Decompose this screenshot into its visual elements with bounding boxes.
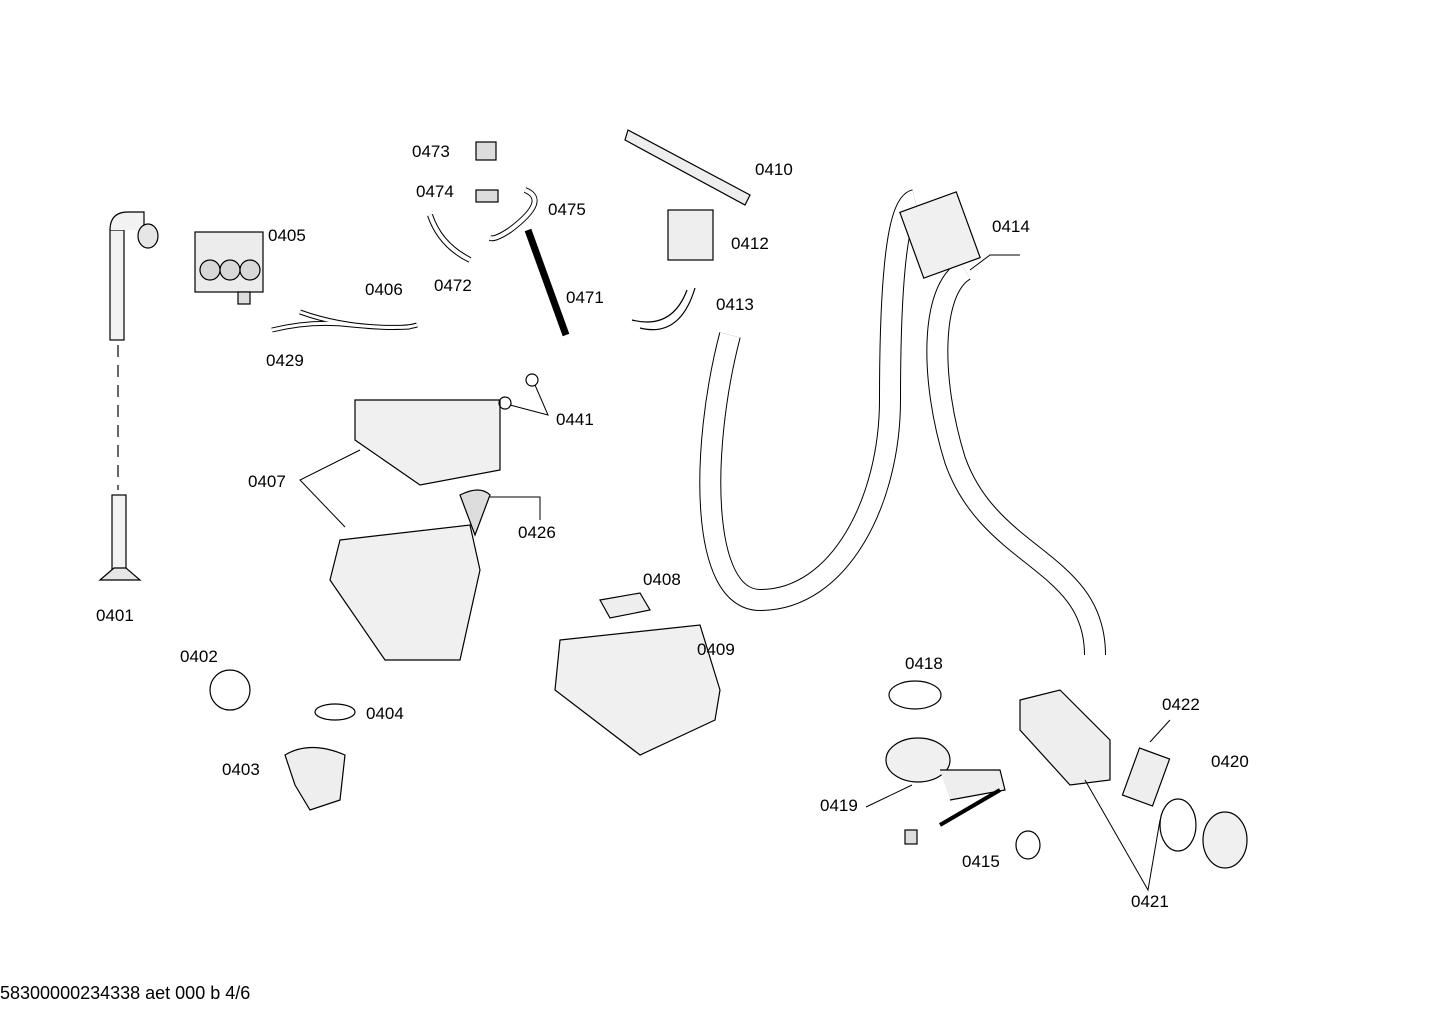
part-0474 bbox=[475, 189, 499, 203]
part-0407-top bbox=[354, 399, 501, 486]
label-0441: 0441 bbox=[556, 410, 594, 429]
label-0475: 0475 bbox=[548, 200, 586, 219]
part-0441-clamp bbox=[498, 396, 512, 410]
label-0419: 0419 bbox=[820, 796, 858, 815]
label-0410: 0410 bbox=[755, 160, 793, 179]
part-0402-clamp bbox=[209, 669, 251, 711]
label-0422: 0422 bbox=[1162, 695, 1200, 714]
label-0405: 0405 bbox=[268, 226, 306, 245]
label-0414: 0414 bbox=[992, 217, 1030, 236]
label-0402: 0402 bbox=[180, 647, 218, 666]
part-0413-tube bbox=[631, 287, 696, 331]
part-0418-clamp bbox=[888, 680, 942, 710]
label-0418: 0418 bbox=[905, 654, 943, 673]
label-0472: 0472 bbox=[434, 276, 472, 295]
part-0404-clamp bbox=[314, 703, 356, 721]
part-0408 bbox=[599, 592, 651, 619]
label-0409: 0409 bbox=[697, 640, 735, 659]
label-0412: 0412 bbox=[731, 234, 769, 253]
label-0413: 0413 bbox=[716, 295, 754, 314]
part-0405-valve bbox=[194, 231, 264, 305]
label-0474: 0474 bbox=[416, 182, 454, 201]
part-0410 bbox=[624, 129, 751, 206]
label-0420: 0420 bbox=[1211, 752, 1249, 771]
part-0403 bbox=[284, 746, 346, 811]
part-0426 bbox=[459, 489, 491, 537]
label-0415: 0415 bbox=[962, 852, 1000, 871]
part-0407-housing bbox=[329, 524, 481, 661]
part-0421-pump bbox=[1019, 689, 1111, 786]
part-0409 bbox=[554, 624, 721, 756]
label-0471: 0471 bbox=[566, 288, 604, 307]
label-0421: 0421 bbox=[1131, 892, 1169, 911]
label-0426: 0426 bbox=[518, 523, 556, 542]
label-0406: 0406 bbox=[365, 280, 403, 299]
part-0471-hose bbox=[524, 228, 570, 337]
part-0401-inlet-hose bbox=[98, 211, 159, 581]
part-0412 bbox=[667, 209, 714, 261]
label-0473: 0473 bbox=[412, 142, 450, 161]
label-0408: 0408 bbox=[643, 570, 681, 589]
document-footer-id: 58300000234338 aet 000 b 4/6 bbox=[0, 983, 251, 1003]
label-0403: 0403 bbox=[222, 760, 260, 779]
part-0414-connector bbox=[899, 191, 981, 279]
part-0420-seal bbox=[1159, 798, 1197, 852]
part-0473 bbox=[475, 141, 497, 161]
label-0404: 0404 bbox=[366, 704, 404, 723]
label-0429: 0429 bbox=[266, 351, 304, 370]
label-0401: 0401 bbox=[96, 606, 134, 625]
part-0422 bbox=[1121, 747, 1171, 807]
part-0419-bellow bbox=[885, 737, 951, 783]
part-0415-clamp bbox=[1015, 830, 1041, 860]
label-0407: 0407 bbox=[248, 472, 286, 491]
